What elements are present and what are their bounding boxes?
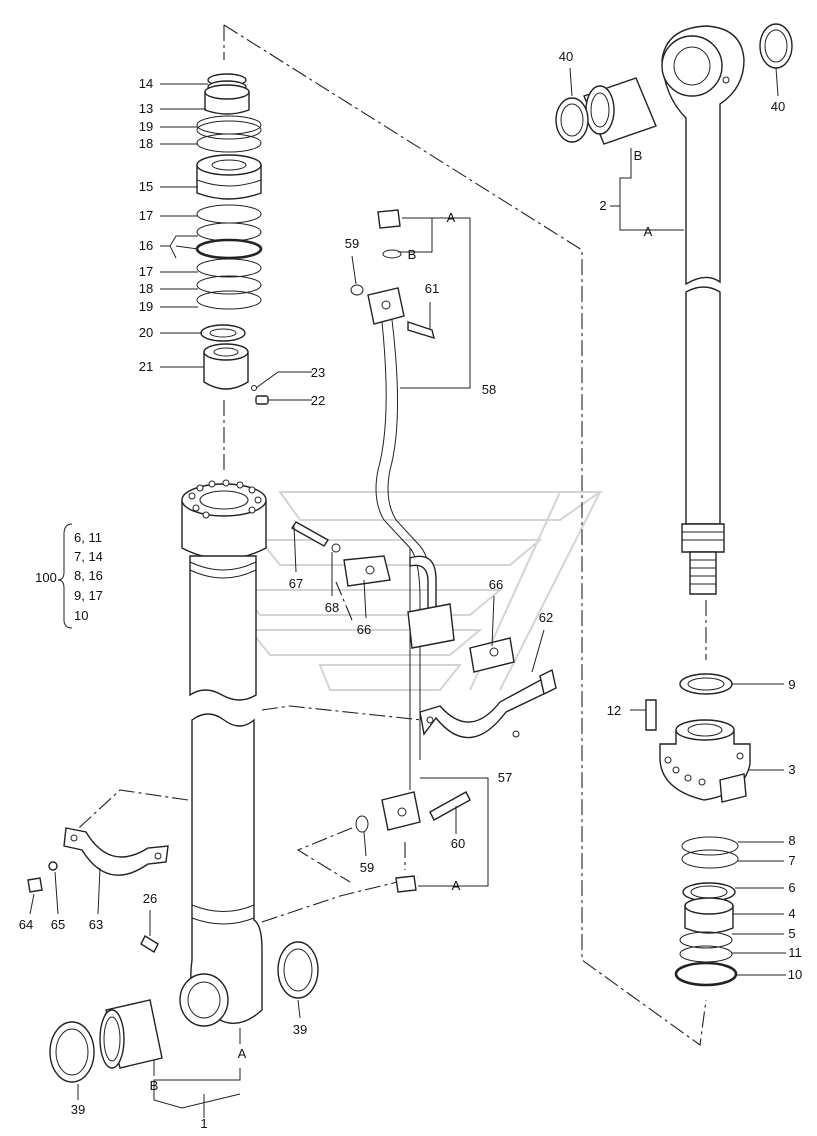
- bottom-bushing-and-seals: [49, 941, 319, 1083]
- callout-c3: 3: [788, 762, 795, 777]
- band-clamp-63: [27, 827, 169, 893]
- kit-item-5: 10: [74, 608, 88, 623]
- callout-c18a: 18: [139, 136, 153, 151]
- callout-c40b: 40: [771, 99, 785, 114]
- callout-c59a: 59: [345, 236, 359, 251]
- callout-c63: 63: [89, 917, 103, 932]
- kit-100-list: 6, 11 7, 14 8, 16 9, 17 10: [74, 530, 103, 623]
- kit-item-2: 7, 14: [74, 549, 103, 564]
- callout-c13: 13: [139, 101, 153, 116]
- callout-c21: 21: [139, 359, 153, 374]
- piston-seal-stack: [195, 73, 269, 405]
- callout-cAa: A: [447, 210, 456, 225]
- callout-c17a: 17: [139, 208, 153, 223]
- callout-cAd: A: [238, 1046, 247, 1061]
- cylinder-head-gland: [645, 673, 751, 987]
- callout-c19a: 19: [139, 119, 153, 134]
- kit-item-1: 6, 11: [74, 530, 102, 545]
- callout-c11: 11: [788, 945, 802, 960]
- callout-c57: 57: [498, 770, 512, 785]
- callout-c60: 60: [451, 836, 465, 851]
- callout-c5: 5: [788, 926, 795, 941]
- callout-c16a: 16: [139, 238, 153, 253]
- callout-c39a: 39: [293, 1022, 307, 1037]
- callout-c2: 2: [599, 198, 606, 213]
- callout-c10: 10: [788, 967, 802, 982]
- callout-c1: 1: [200, 1116, 207, 1131]
- hydraulic-pipe-assembly: [290, 209, 557, 893]
- callout-c12: 12: [607, 703, 621, 718]
- callout-cBa: B: [408, 247, 417, 262]
- callout-c15: 15: [139, 179, 153, 194]
- callout-cAb: A: [644, 224, 653, 239]
- callout-c6: 6: [788, 880, 795, 895]
- callout-cBb: B: [634, 148, 643, 163]
- callout-cAc: A: [452, 878, 461, 893]
- callout-c4: 4: [788, 906, 795, 921]
- centerlines: [67, 24, 707, 1046]
- callout-c61: 61: [425, 281, 439, 296]
- callout-c17b: 17: [139, 264, 153, 279]
- callout-c19b: 19: [139, 299, 153, 314]
- kit-item-3: 8, 16: [74, 568, 103, 583]
- callout-c39b: 39: [71, 1102, 85, 1117]
- callout-c22: 22: [311, 393, 325, 408]
- callout-c18b: 18: [139, 281, 153, 296]
- callout-c66b: 66: [489, 577, 503, 592]
- callout-c9: 9: [788, 677, 795, 692]
- leader-lines: [29, 67, 786, 1118]
- callout-c64: 64: [19, 917, 33, 932]
- callout-c65: 65: [51, 917, 65, 932]
- piston-rod-assembly: [555, 23, 793, 595]
- callout-c14: 14: [139, 76, 153, 91]
- callout-c20: 20: [139, 325, 153, 340]
- callout-c68: 68: [325, 600, 339, 615]
- callout-c7: 7: [788, 853, 795, 868]
- kit-item-4: 9, 17: [74, 588, 103, 603]
- cylinder-barrel: [140, 479, 267, 1027]
- callout-c26: 26: [143, 891, 157, 906]
- callout-c58: 58: [482, 382, 496, 397]
- callout-c62: 62: [539, 610, 553, 625]
- watermark-logo: [237, 491, 604, 691]
- callout-cBc: B: [150, 1078, 159, 1093]
- callout-c67: 67: [289, 576, 303, 591]
- callout-c8: 8: [788, 833, 795, 848]
- callout-c100: 100: [35, 570, 57, 585]
- callout-c40a: 40: [559, 49, 573, 64]
- callout-c59b: 59: [360, 860, 374, 875]
- callout-c66a: 66: [357, 622, 371, 637]
- callout-c23: 23: [311, 365, 325, 380]
